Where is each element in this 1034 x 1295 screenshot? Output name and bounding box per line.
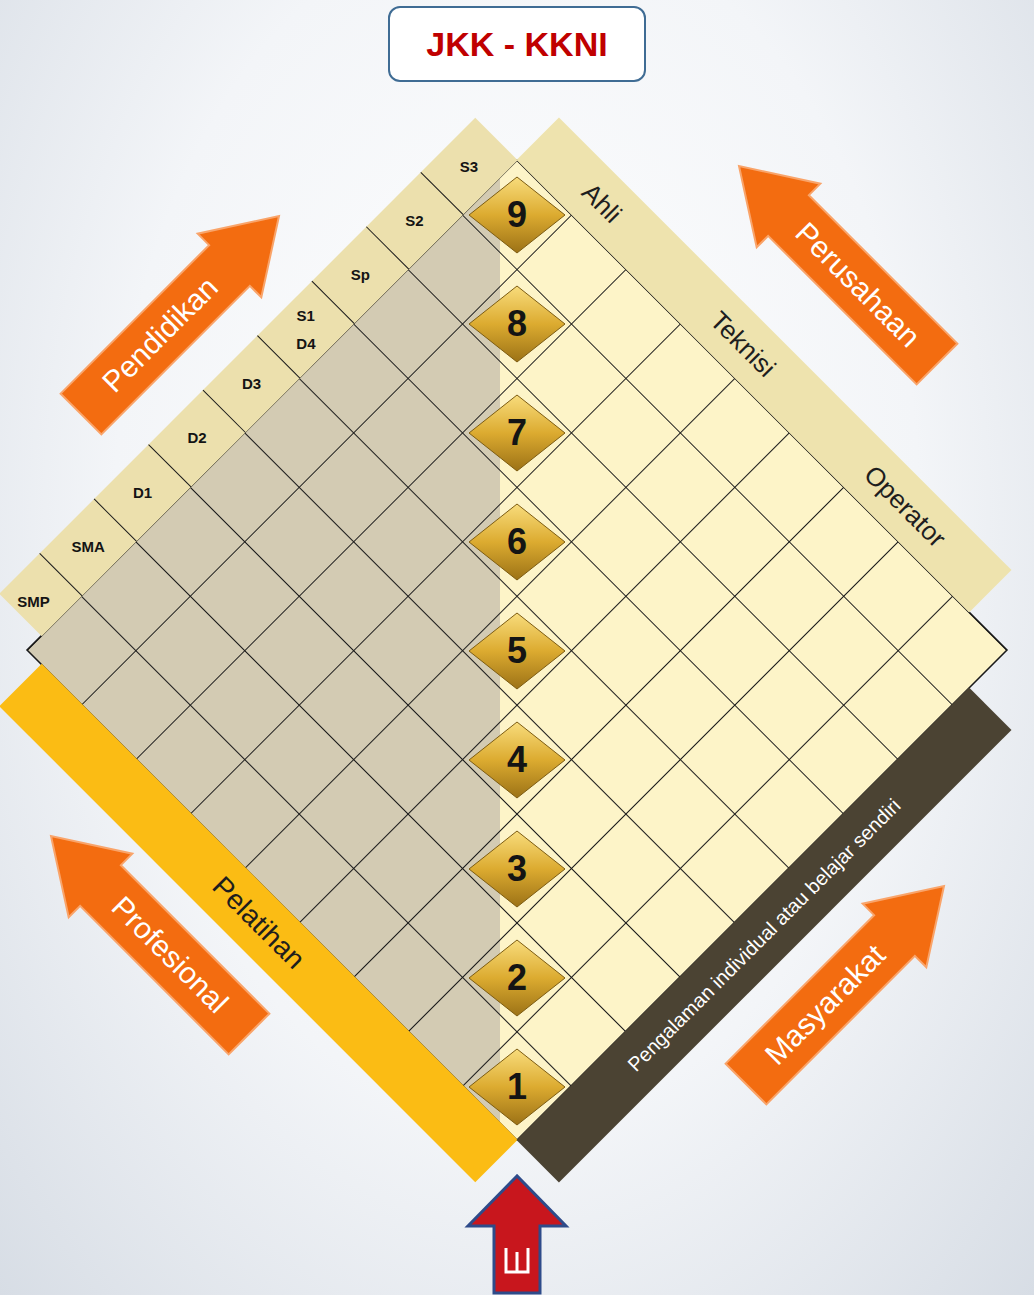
column-divider [39,553,81,595]
level-number: 1 [507,1066,527,1108]
education-level: SMA [71,538,104,555]
entry-arrow [468,1176,566,1293]
diamond-fill [469,286,565,362]
arrow-fill [19,804,281,1066]
label-slot: Sp [350,266,369,284]
title-box: JKK - KKNI [388,6,646,82]
arrow-fill [49,184,311,446]
education-level: SMP [17,593,50,610]
label-slot: SMP [17,593,50,611]
level-number: 9 [507,194,527,236]
level-diamond: 5 [469,613,565,689]
education-level: D4 [296,335,315,352]
education-level: Sp [350,266,369,283]
level-number: 7 [507,412,527,454]
band-fill [0,664,517,1182]
level-diamond: 3 [469,831,565,907]
label-slot: SMA [71,538,104,556]
training-band: Pelatihan [0,664,517,1182]
column-divider [311,281,353,323]
level-number: 4 [507,739,527,781]
column-divider [94,499,136,541]
education-level: D2 [187,430,206,447]
education-level: D3 [241,375,260,392]
band-fill [517,118,1012,613]
diamond-fill [469,395,565,471]
education-level: S3 [460,157,478,174]
arrow-text: Pendidikan [96,270,225,399]
title-text: JKK - KKNI [426,25,607,64]
level-number: 5 [507,630,527,672]
level-diamond: 9 [469,177,565,253]
band-fill [0,118,517,636]
entry-logo [506,1248,528,1272]
arrow-fill [714,854,976,1116]
column-divider [257,336,299,378]
diamond-fill [469,177,565,253]
diamond-fill [469,831,565,907]
education-level: D1 [132,484,151,501]
level-diamond: 2 [469,940,565,1016]
level-diamond: 7 [469,395,565,471]
direction-arrow: Pendidikan [49,184,311,446]
education-level: S1 [296,306,314,323]
label-slot: S3 [460,157,478,175]
label-slot: D3 [241,375,260,393]
arrow-fill [707,134,969,396]
diamond-fill [469,940,565,1016]
column-divider [148,445,190,487]
label-slot: D4 [296,335,315,353]
level-diamond: 8 [469,286,565,362]
level-number: 6 [507,521,527,563]
level-number: 2 [507,957,527,999]
band-fill [517,688,1012,1183]
level-number: 8 [507,303,527,345]
experience-band: Pengalaman individual atau belajar sendi… [517,688,1012,1183]
level-diamond: 6 [469,504,565,580]
level-number: 3 [507,848,527,890]
diamond-fill [469,722,565,798]
diamond-fill [469,504,565,580]
diamond-fill [469,613,565,689]
label-slot: D2 [187,430,206,448]
level-diamond: 4 [469,722,565,798]
column-divider [420,172,462,214]
arrow-text: Perusahaan [789,216,927,354]
column-divider [366,227,408,269]
label-slot: D1 [132,484,151,502]
column-divider [202,390,244,432]
education-level: S2 [405,212,423,229]
label-slot: S1 [296,306,314,324]
label-slot: S2 [405,212,423,230]
